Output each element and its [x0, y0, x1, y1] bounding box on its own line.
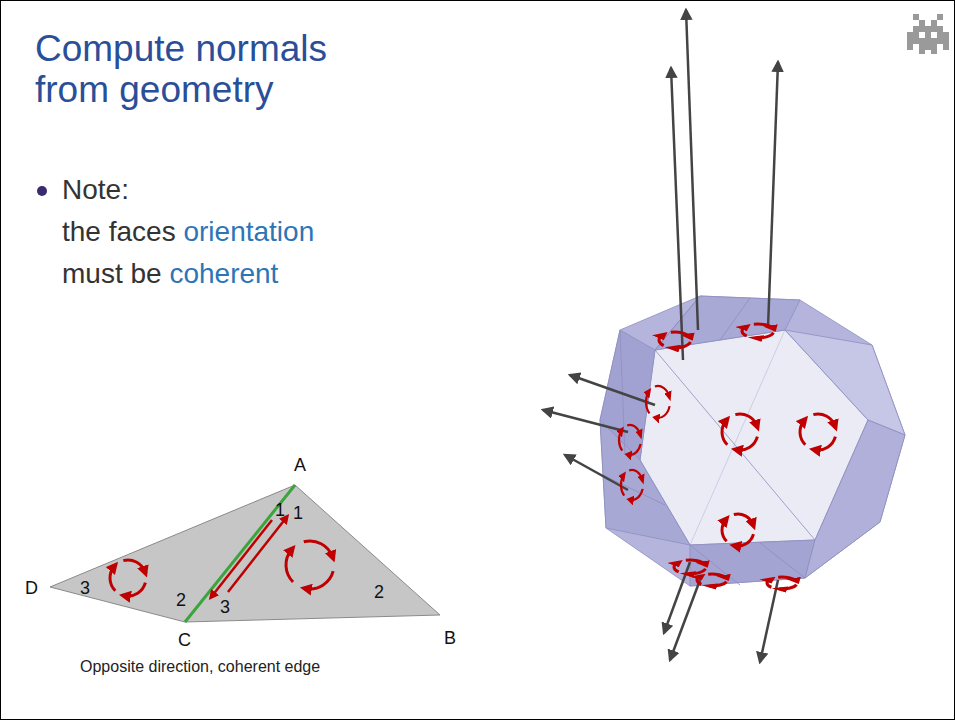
- cycle-arc: [286, 550, 293, 582]
- cycle-arc: [659, 335, 664, 346]
- orientation-cycle: [646, 386, 670, 418]
- diagram-caption: Opposite direction, coherent edge: [80, 658, 320, 676]
- orientation-cycle: [800, 414, 835, 450]
- orientation-cycle: [286, 541, 333, 589]
- cycle-arc: [629, 470, 642, 480]
- vertex-index: 1: [275, 500, 285, 521]
- vertex-index: 3: [220, 597, 230, 618]
- cycle-arc: [697, 576, 701, 584]
- cycle-arc: [754, 324, 773, 329]
- vertex-label: C: [178, 630, 191, 651]
- cycle-arc: [778, 577, 796, 581]
- vertex-label: D: [25, 578, 38, 599]
- cycle-arc: [815, 437, 836, 450]
- note-keyword: coherent: [169, 258, 278, 290]
- cycle-arc: [742, 327, 747, 336]
- orientation-cycle: [742, 324, 773, 338]
- cycle-arc: [709, 582, 726, 586]
- cycle-arc: [779, 585, 796, 589]
- orientation-cycle: [110, 560, 145, 596]
- note-text: must be: [62, 258, 162, 290]
- orientation-cycle: [659, 332, 690, 348]
- cycle-arc: [110, 566, 115, 590]
- polyhedron: [600, 296, 905, 586]
- normal-arrows: [543, 10, 778, 662]
- bullet-dot: [37, 186, 47, 196]
- cycle-arc: [619, 430, 622, 450]
- triangle-abc: [185, 485, 440, 622]
- cycle-arc: [630, 489, 643, 500]
- shared-edge: [185, 485, 295, 622]
- edge-direction-arrow: [212, 520, 272, 596]
- cycle-arc: [813, 414, 835, 426]
- cycle-arc: [672, 342, 690, 348]
- cycle-arc: [722, 520, 727, 542]
- vertex-index: 1: [293, 503, 303, 524]
- cycle-arc: [646, 392, 650, 414]
- cycle-arc: [306, 571, 333, 589]
- cycle-arc: [735, 534, 753, 546]
- note-text: the faces: [62, 216, 176, 248]
- note-text: Note:: [62, 174, 129, 206]
- cycle-arc: [735, 414, 757, 426]
- vertex-index: 2: [374, 582, 384, 603]
- cycle-arc: [800, 420, 805, 444]
- cycle-arc: [734, 514, 753, 525]
- cycle-arc: [655, 386, 669, 397]
- cycle-arc: [656, 406, 670, 418]
- orientation-cycle: [767, 577, 796, 589]
- orientation-cycle: [697, 574, 726, 586]
- cycle-arc: [621, 475, 624, 495]
- slide-title: Compute normals from geometry: [35, 28, 365, 111]
- cycle-arc: [737, 437, 758, 450]
- cycle-arc: [755, 333, 773, 338]
- orientation-cycle: [722, 414, 757, 450]
- cycle-arc: [627, 425, 640, 435]
- orientation-cycle: [619, 425, 641, 455]
- orientation-cycle: [722, 514, 753, 546]
- orientation-cycles: [110, 324, 835, 596]
- cycle-arc: [123, 560, 145, 572]
- vertex-label: A: [294, 455, 306, 476]
- cycle-arc: [767, 579, 771, 587]
- orientation-cycle: [674, 560, 705, 574]
- edge-direction-arrow: [228, 518, 286, 592]
- orientation-cycle: [621, 470, 643, 500]
- cycle-arc: [687, 569, 705, 574]
- invader-icon: [907, 14, 949, 54]
- vertex-index: 3: [80, 578, 90, 599]
- cycle-arc: [686, 560, 705, 565]
- cycle-arc: [722, 420, 727, 444]
- cycle-arc: [674, 563, 679, 572]
- vertex-index: 2: [176, 590, 186, 611]
- cycle-arc: [125, 583, 146, 596]
- note-keyword: orientation: [183, 216, 314, 248]
- cycle-arc: [708, 574, 726, 578]
- cycle-arc: [671, 332, 690, 337]
- vertex-label: B: [444, 628, 456, 649]
- cycle-arc: [304, 541, 333, 557]
- cycle-arc: [628, 444, 641, 455]
